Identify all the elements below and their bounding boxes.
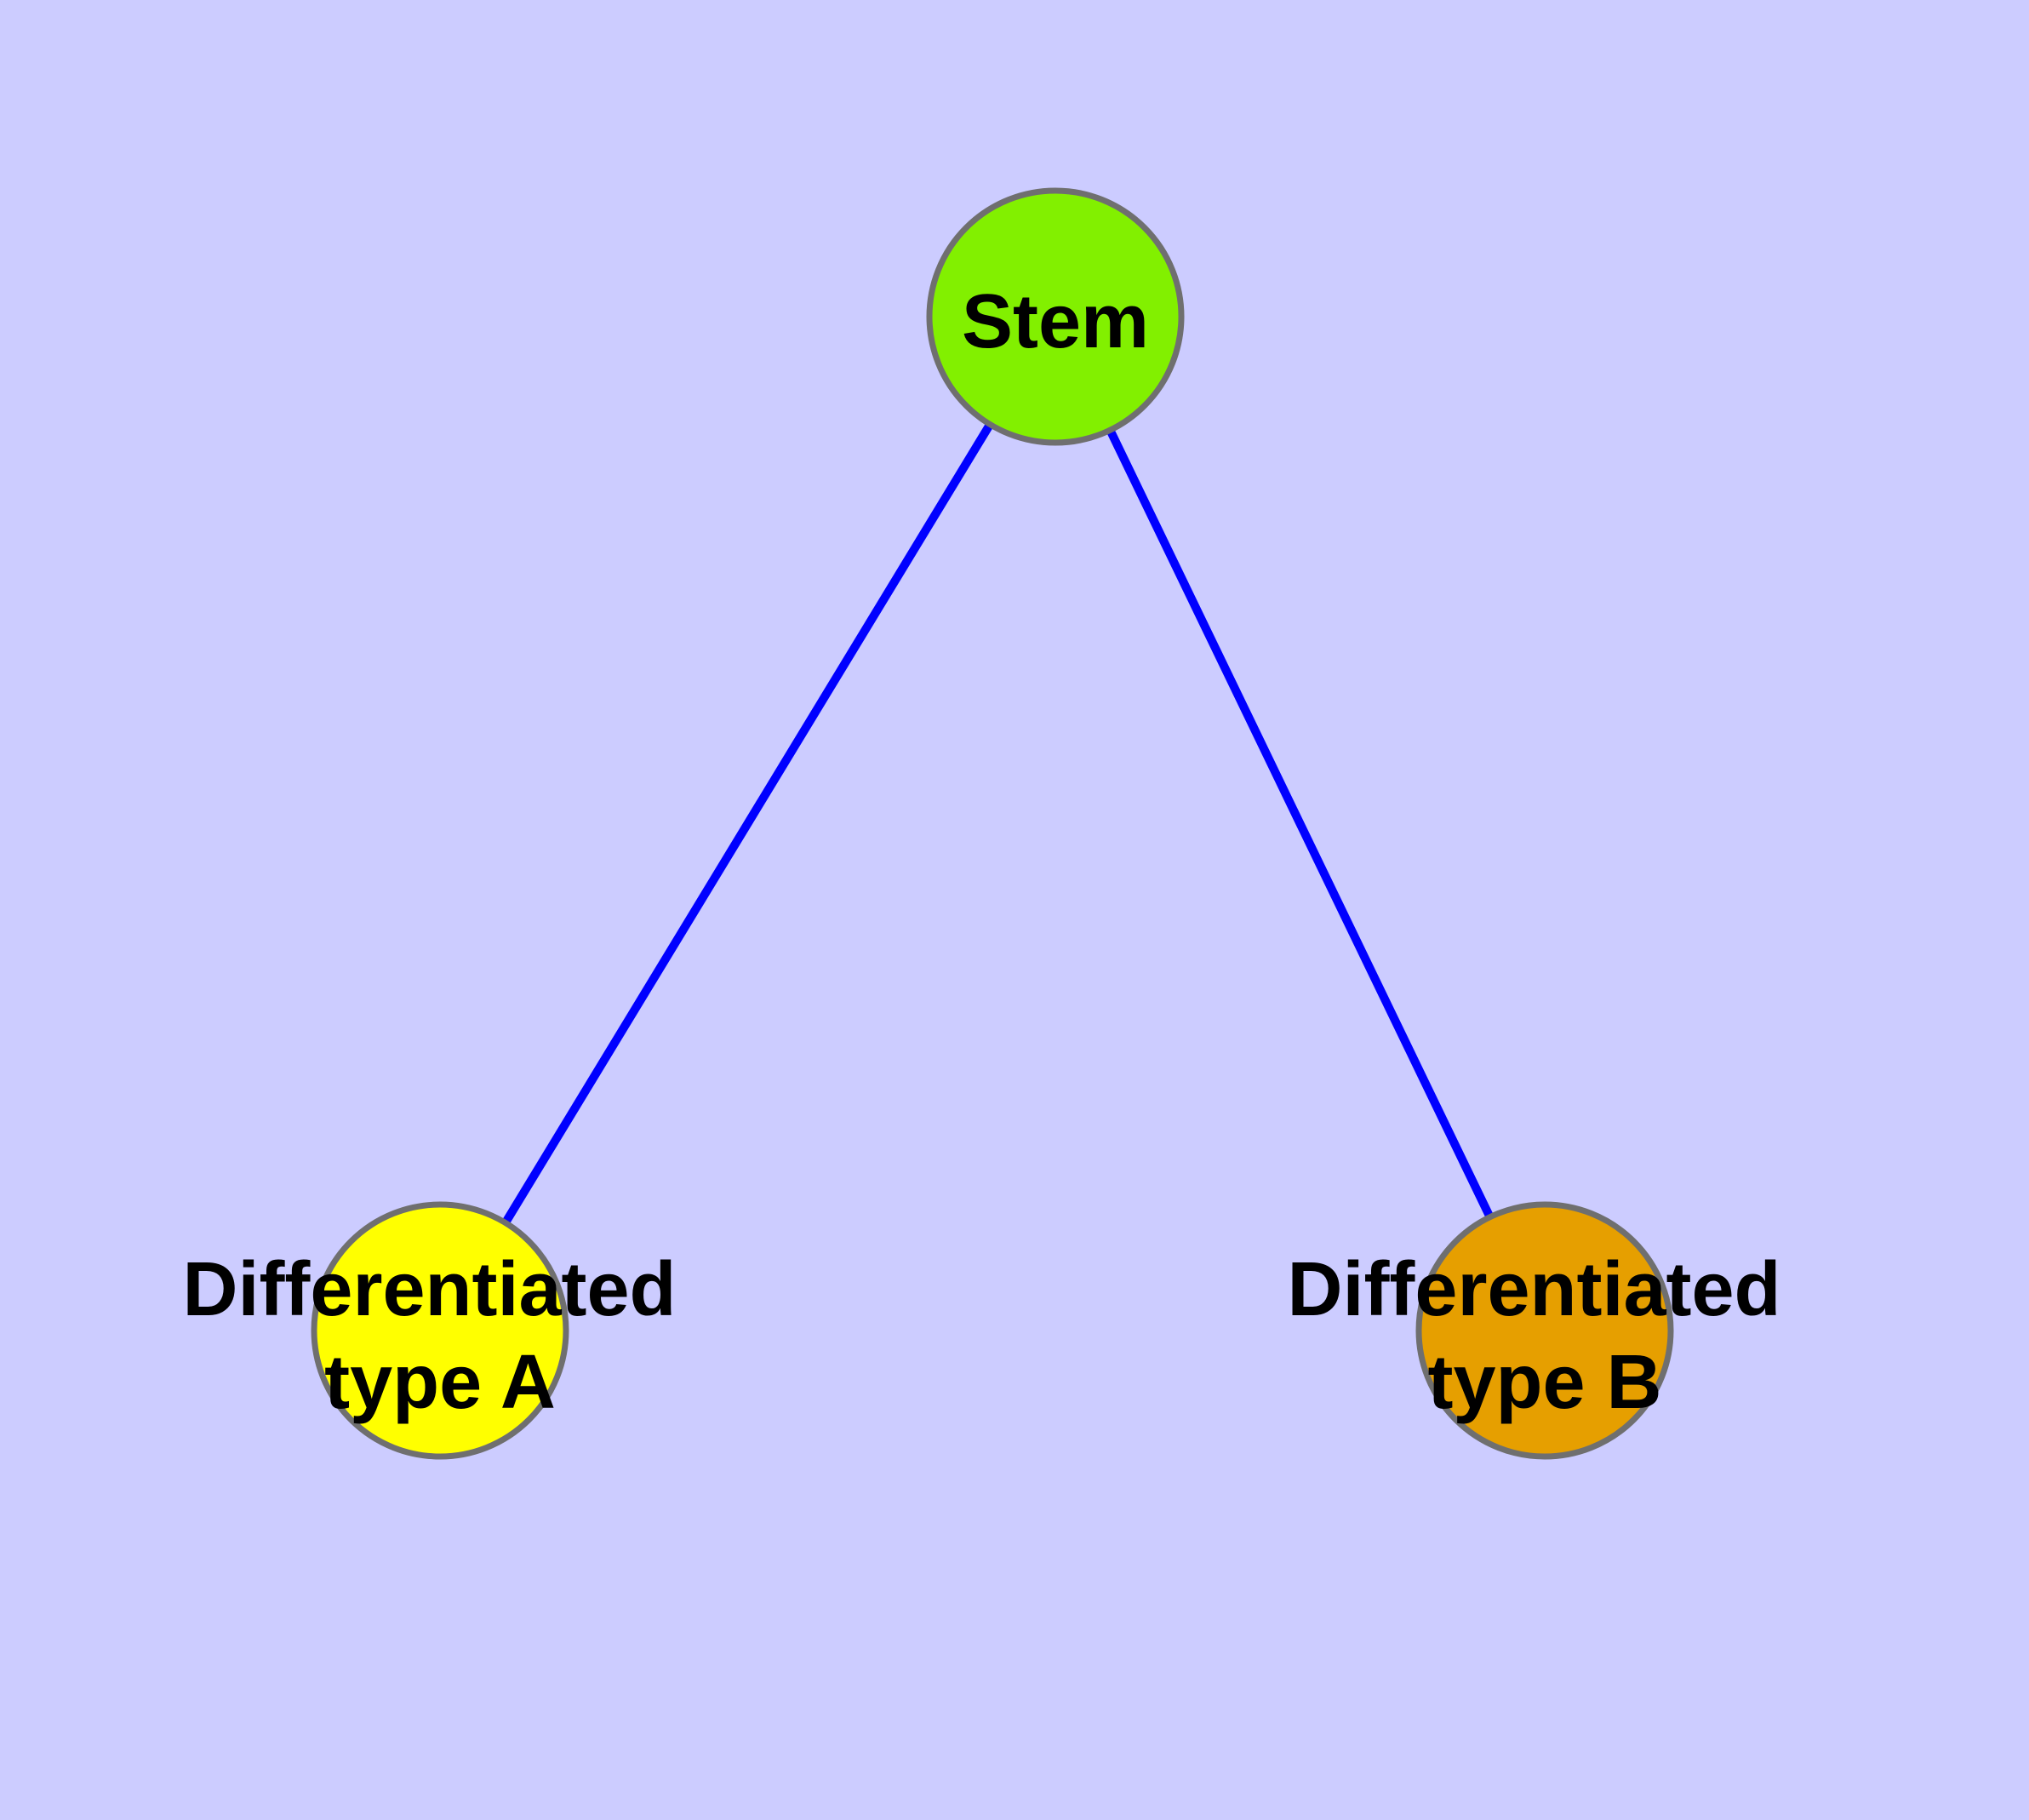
- node-type-b-label: Differentiated type B: [1287, 1247, 1802, 1425]
- node-type-a-label: Differentiated type A: [182, 1247, 697, 1425]
- edge-stem-to-type-a: [436, 314, 1060, 1333]
- node-type-b-circle: [1415, 1201, 1674, 1460]
- node-type-b-label-line1: Differentiated: [1287, 1247, 1780, 1332]
- node-type-b-label-line2: type B: [1427, 1340, 1661, 1425]
- node-stem-circle: [926, 187, 1185, 446]
- node-type-a-label-line1: Differentiated: [182, 1247, 676, 1332]
- node-type-a-circle: [311, 1201, 569, 1460]
- edge-stem-to-type-b: [1051, 314, 1549, 1333]
- node-stem-label: Stem: [962, 279, 1149, 364]
- node-type-a-label-line2: type A: [324, 1340, 556, 1425]
